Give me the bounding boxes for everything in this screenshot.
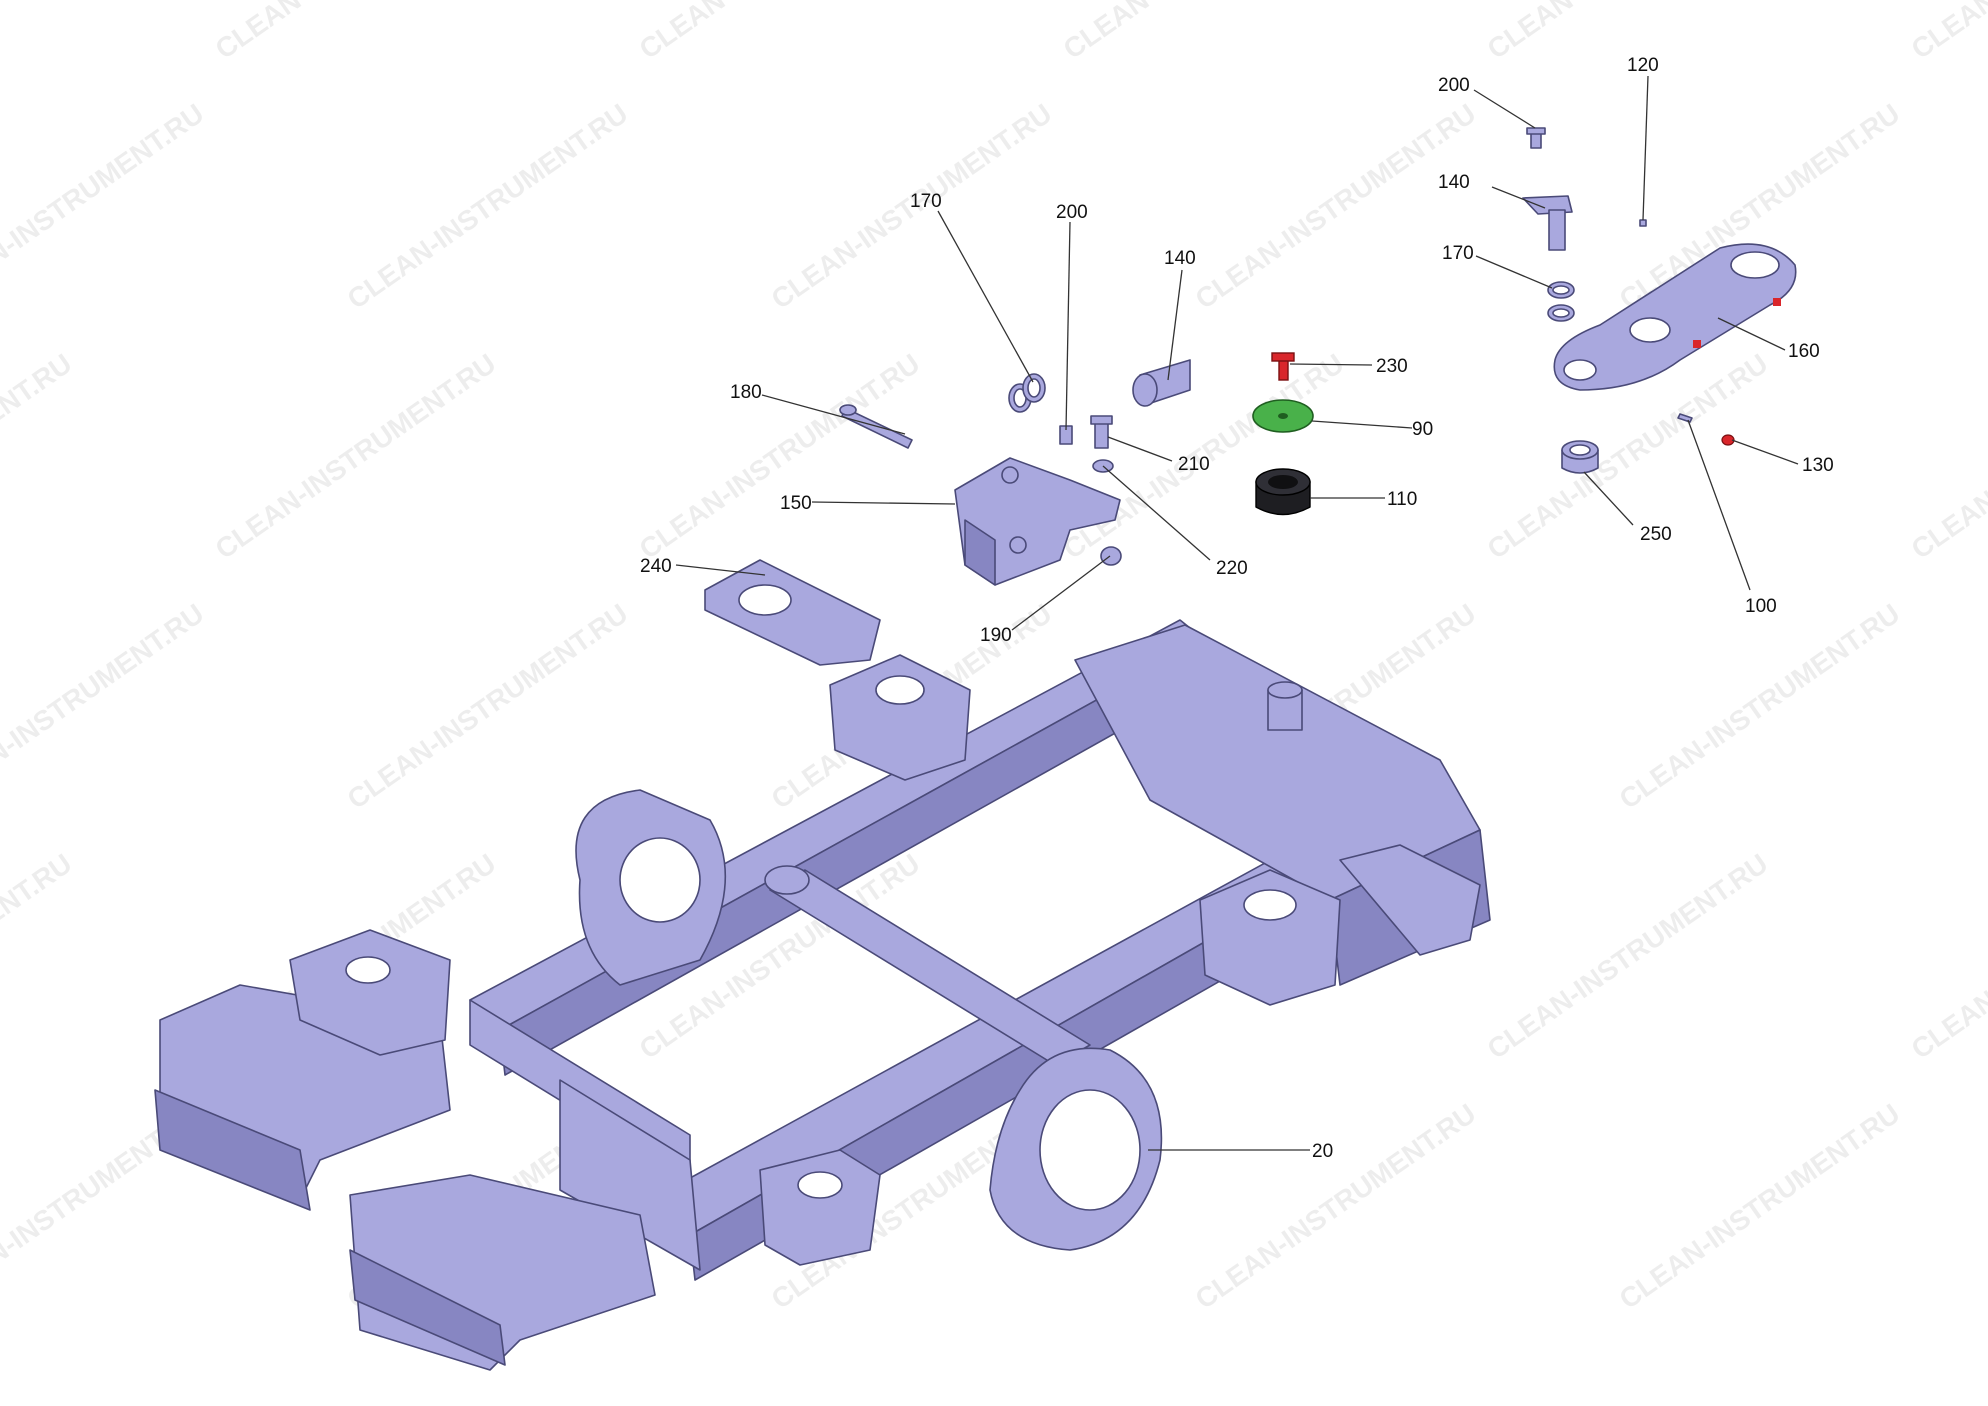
callout-110: 110 xyxy=(1387,489,1417,510)
pin-part-140a xyxy=(1132,359,1191,407)
callout-250: 250 xyxy=(1640,524,1672,545)
watermark-text: CLEAN-INSTRUMENT.RU xyxy=(0,348,77,565)
bushing-part-250 xyxy=(1561,440,1599,474)
green-washer-part-90 xyxy=(1252,399,1314,433)
callout-160: 160 xyxy=(1788,341,1820,362)
callout-140-left: 140 xyxy=(1164,248,1196,269)
watermark-text: CLEAN-INSTRUMENT.RU xyxy=(1058,0,1350,65)
callout-170-left: 170 xyxy=(910,191,942,212)
pin-part-140b xyxy=(1522,195,1573,251)
watermark-text: CLEAN-INSTRUMENT.RU xyxy=(0,0,77,65)
bolt-part-210 xyxy=(1090,415,1113,449)
small-bolt-part-200b xyxy=(1526,127,1546,149)
callout-210: 210 xyxy=(1178,454,1210,475)
watermark-text: CLEAN-INSTRUMENT.RU xyxy=(1906,348,1988,565)
callout-20: 20 xyxy=(1312,1141,1333,1162)
callout-140-right: 140 xyxy=(1438,172,1470,193)
watermark-text: CLEAN-INSTRUMENT.RU xyxy=(342,98,634,315)
watermark-text: CLEAN-INSTRUMENT.RU xyxy=(1614,598,1906,815)
watermark-text: CLEAN-INSTRUMENT.RU xyxy=(210,348,502,565)
watermark-text: CLEAN-INSTRUMENT.RU xyxy=(0,848,77,1065)
callout-180: 180 xyxy=(730,382,762,403)
nut-part-190 xyxy=(1100,546,1122,566)
watermark-text: CLEAN-INSTRUMENT.RU xyxy=(0,98,209,315)
watermark-text: CLEAN-INSTRUMENT.RU xyxy=(1614,1098,1906,1315)
black-bushing-part-110 xyxy=(1255,468,1311,516)
watermark-text: CLEAN-INSTRUMENT.RU xyxy=(634,0,926,65)
callout-90: 90 xyxy=(1412,419,1433,440)
arm-part-160 xyxy=(1553,243,1797,391)
leader-lines xyxy=(675,75,1799,1151)
small-pin-part-120 xyxy=(1639,219,1647,227)
callout-170-right: 170 xyxy=(1442,243,1474,264)
watermark-text: CLEAN-INSTRUMENT.RU xyxy=(1906,848,1988,1065)
callout-100: 100 xyxy=(1745,596,1777,617)
watermark-text: CLEAN-INSTRUMENT.RU xyxy=(1190,98,1482,315)
main-frame-part xyxy=(154,619,1491,1371)
callout-230: 230 xyxy=(1376,356,1408,377)
callout-200-left: 200 xyxy=(1056,202,1088,223)
callout-120: 120 xyxy=(1627,55,1659,76)
spring-ring-part-170b xyxy=(1547,281,1575,322)
watermark-text: CLEAN-INSTRUMENT.RU xyxy=(210,0,502,65)
plate-part-240 xyxy=(704,559,881,666)
watermark-text: CLEAN-INSTRUMENT.RU xyxy=(1482,848,1774,1065)
callout-220: 220 xyxy=(1216,558,1248,579)
callout-240: 240 xyxy=(640,556,672,577)
spring-ring-part-170a xyxy=(1008,373,1046,413)
callout-labels: 20 90 100 110 120 130 140 140 150 160 17… xyxy=(640,55,1834,1162)
red-nut-part-130 xyxy=(1721,434,1735,446)
callout-150: 150 xyxy=(780,493,812,514)
watermark-text: CLEAN-INSTRUMENT.RU xyxy=(342,598,634,815)
callout-200-right: 200 xyxy=(1438,75,1470,96)
watermark-text: CLEAN-INSTRUMENT.RU xyxy=(1906,0,1988,65)
callout-190: 190 xyxy=(980,625,1012,646)
watermark-text: CLEAN-INSTRUMENT.RU xyxy=(634,348,926,565)
red-bolt-part-230 xyxy=(1271,352,1295,381)
callout-130: 130 xyxy=(1802,455,1834,476)
bracket-part-150 xyxy=(954,457,1121,586)
watermark-text: CLEAN-INSTRUMENT.RU xyxy=(1190,1098,1482,1315)
watermark-text: CLEAN-INSTRUMENT.RU xyxy=(0,598,209,815)
